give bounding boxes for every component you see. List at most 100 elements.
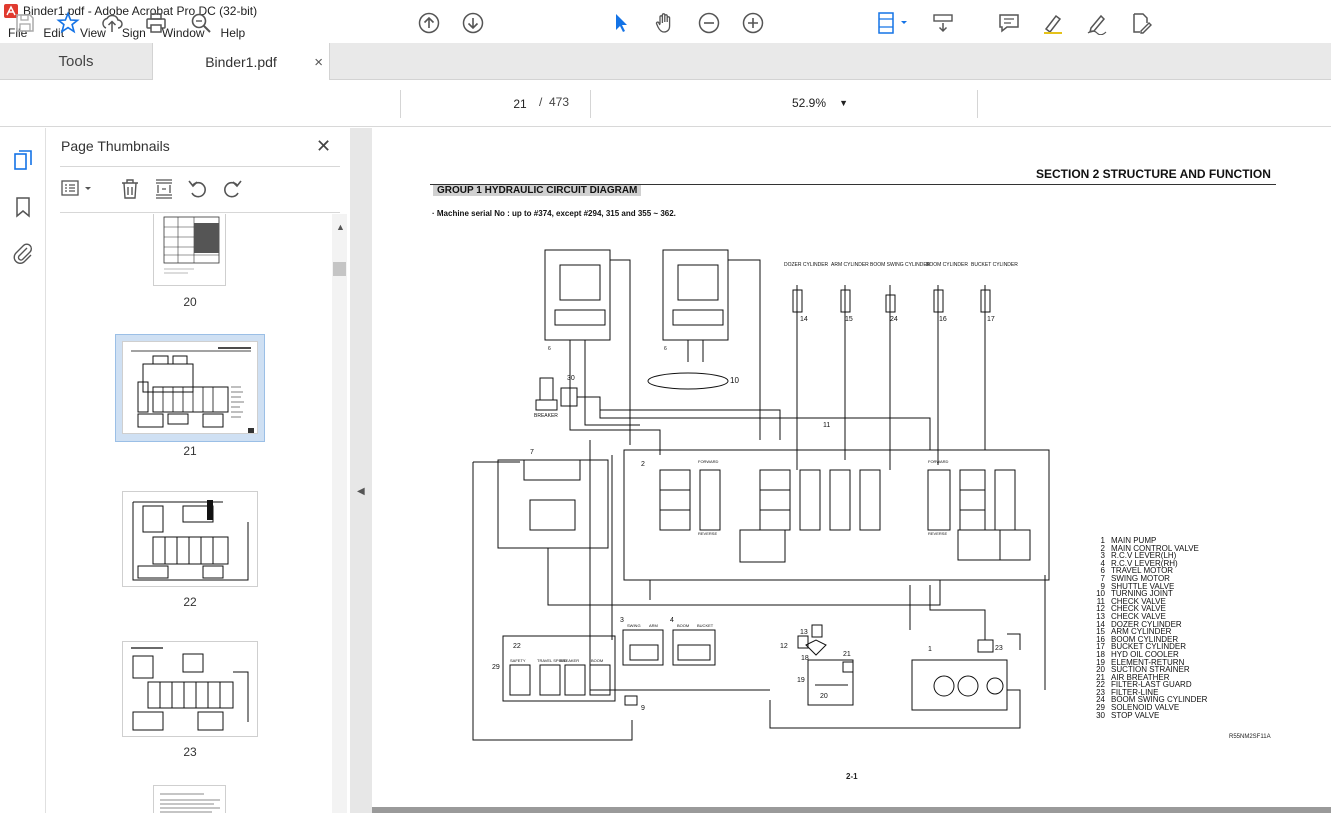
- panel-splitter[interactable]: ◀: [350, 128, 372, 813]
- zoom-out-icon[interactable]: [697, 11, 721, 35]
- scroll-thumb[interactable]: [333, 262, 346, 276]
- title-bar: Binder1.pdf - Adobe Acrobat Pro DC (32-b…: [0, 0, 1331, 22]
- sign-icon[interactable]: [1085, 11, 1109, 35]
- zoom-value: 52.9%: [792, 96, 827, 110]
- select-arrow-icon[interactable]: [609, 11, 633, 35]
- comment-icon[interactable]: [997, 11, 1021, 35]
- collapse-panel-icon[interactable]: ◀: [357, 486, 365, 497]
- tab-document[interactable]: Binder1.pdf ×: [152, 43, 330, 81]
- chevron-down-icon: ▼: [839, 98, 848, 108]
- menu-edit[interactable]: Edit: [43, 25, 65, 40]
- page-total: 473: [549, 95, 570, 109]
- thumbnail-page-21[interactable]: [122, 341, 258, 434]
- menu-window[interactable]: Window: [161, 25, 205, 40]
- thumbnail-label-21: 21: [183, 444, 197, 458]
- toolbar: [0, 80, 1331, 127]
- serial-note: · Machine serial No : up to #374, except…: [432, 209, 676, 218]
- toolbar-separator: [977, 90, 978, 118]
- tab-document-label: Binder1.pdf: [205, 54, 277, 70]
- menu-file[interactable]: File: [8, 25, 28, 40]
- page-separator: /: [539, 95, 543, 109]
- thumbnail-image: [132, 500, 249, 581]
- scroll-mode-icon[interactable]: [931, 11, 955, 35]
- panel-close-icon[interactable]: ✕: [316, 136, 332, 156]
- highlight-icon[interactable]: [1041, 11, 1065, 35]
- scroll-up-icon[interactable]: ▲: [336, 222, 345, 232]
- zoom-search-icon[interactable]: [189, 11, 213, 35]
- thumbnail-options-icon[interactable]: [60, 177, 96, 201]
- upload-icon[interactable]: [100, 11, 124, 35]
- menu-bar: File Edit View Sign Window Help: [0, 22, 1331, 43]
- divider: [60, 212, 340, 213]
- thumbnail-image: [160, 793, 220, 813]
- save-icon[interactable]: [13, 11, 37, 35]
- rotate-cw-icon[interactable]: [220, 177, 244, 201]
- page-number-input[interactable]: 21: [505, 91, 535, 115]
- thumbnail-list: 20 21 22: [46, 214, 332, 813]
- menu-sign[interactable]: Sign: [121, 25, 146, 40]
- thumbnail-scrollbar[interactable]: ▲: [332, 214, 347, 813]
- group-title-text: GROUP 1 HYDRAULIC CIRCUIT DIAGRAM: [433, 185, 642, 196]
- rotate-ccw-icon[interactable]: [186, 177, 210, 201]
- print-icon[interactable]: [144, 11, 168, 35]
- tab-bar: Tools Binder1.pdf ×: [0, 43, 1331, 81]
- fit-page-icon[interactable]: [876, 11, 910, 35]
- page-thumbnails-icon[interactable]: [11, 148, 35, 172]
- bookmark-icon[interactable]: [11, 195, 35, 219]
- thumbnail-image: [131, 647, 249, 731]
- group-title: GROUP 1 HYDRAULIC CIRCUIT DIAGRAM: [430, 184, 1276, 198]
- thumbnail-page-23[interactable]: [122, 641, 258, 737]
- page-up-icon[interactable]: [417, 11, 441, 35]
- thumbnail-image: [163, 216, 220, 274]
- delete-page-icon[interactable]: [118, 177, 142, 201]
- extract-page-icon[interactable]: [152, 177, 176, 201]
- horizontal-scrollbar[interactable]: [372, 807, 1331, 813]
- thumbnail-label-22: 22: [183, 595, 197, 609]
- thumbnail-image: [131, 347, 254, 433]
- page-down-icon[interactable]: [461, 11, 485, 35]
- panel-toolbar: [60, 176, 340, 202]
- thumbnail-page-24[interactable]: [153, 785, 226, 813]
- menu-view[interactable]: View: [80, 25, 106, 40]
- page-number: 2-1: [846, 772, 858, 781]
- attachment-icon[interactable]: [11, 241, 35, 265]
- section-title: SECTION 2 STRUCTURE AND FUNCTION: [1036, 167, 1271, 181]
- acrobat-icon: [4, 4, 18, 18]
- zoom-select[interactable]: 52.9% ▼: [784, 91, 856, 115]
- edit-pdf-icon[interactable]: [1129, 11, 1153, 35]
- divider: [60, 166, 340, 167]
- drawing-code: R55NM2SF11A: [1229, 734, 1271, 740]
- menu-help[interactable]: Help: [220, 25, 246, 40]
- thumbnail-page-20[interactable]: [153, 214, 226, 286]
- thumbnail-label-23: 23: [183, 745, 197, 759]
- star-icon[interactable]: [56, 11, 80, 35]
- thumbnail-label-20: 20: [183, 295, 197, 309]
- tab-tools[interactable]: Tools: [58, 53, 94, 70]
- tab-close-icon[interactable]: ×: [314, 53, 323, 71]
- zoom-in-icon[interactable]: [741, 11, 765, 35]
- thumbnail-page-22[interactable]: [122, 491, 258, 587]
- hand-icon[interactable]: [653, 11, 677, 35]
